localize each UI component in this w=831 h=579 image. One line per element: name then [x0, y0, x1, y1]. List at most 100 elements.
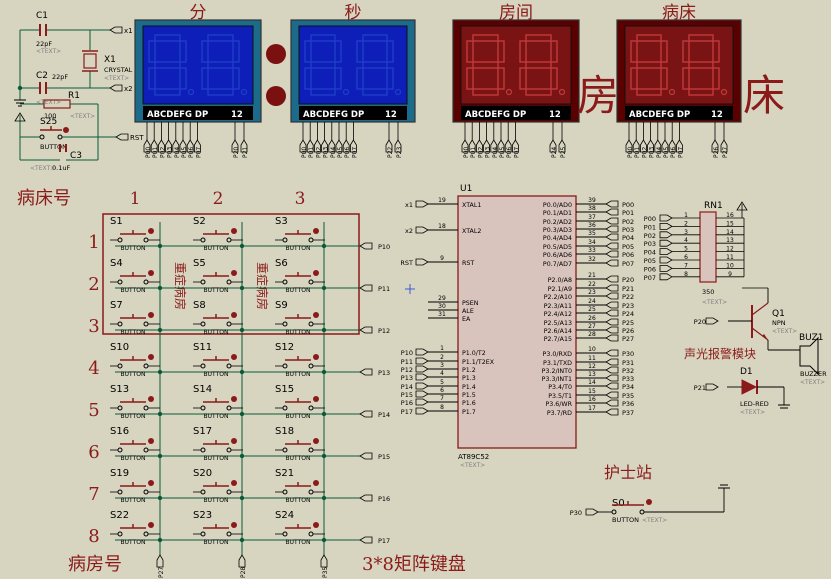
- keypad-switch-designator: S13: [110, 384, 129, 395]
- s0-knob: [646, 499, 652, 505]
- mcu-right-pin-number: 26: [588, 315, 596, 322]
- x1-type: CRYSTAL: [104, 66, 133, 74]
- q1-designator: Q1: [772, 309, 785, 319]
- segment: [310, 34, 336, 42]
- keypad-switch-contact: [117, 279, 123, 285]
- row-net-arrow: [359, 410, 373, 418]
- keypad-switch-knob: [148, 228, 154, 234]
- resnet-net-label: P05: [644, 257, 656, 265]
- segment: [630, 40, 638, 63]
- crystal-x1: [83, 53, 97, 69]
- keypad-junction: [321, 453, 327, 459]
- mcu-right-net-arrow: [605, 242, 619, 250]
- row-number: 3: [88, 316, 99, 337]
- seconds-display-digit-1: [304, 34, 350, 96]
- row-net-label: P10: [378, 243, 390, 251]
- mcu-left-net-label: RST: [400, 259, 413, 267]
- mcu-right-net-arrow: [605, 358, 619, 366]
- mcu-right-pin-name: P2.6/A14: [544, 328, 572, 335]
- keypad-switch-knob: [231, 522, 237, 528]
- bed-display-digit-2: [682, 34, 728, 96]
- mcu-right-pin-name: P3.7/RD: [547, 410, 572, 417]
- keypad-switch-type: BUTTON: [286, 245, 311, 252]
- segment: [356, 40, 364, 63]
- row-net-arrow: [359, 452, 373, 460]
- resnet-net-arrow: [659, 222, 673, 230]
- mcu-right-net-label: P20: [622, 276, 634, 284]
- keypad-switch-type: BUTTON: [286, 455, 311, 462]
- mcu-right-net-arrow: [605, 391, 619, 399]
- bed-display-extra-arrow: [711, 139, 719, 153]
- mcu-right-net-label: P33: [622, 375, 634, 383]
- segment: [362, 61, 388, 69]
- q1-type: NPN: [772, 319, 786, 327]
- seconds-display-pin-label: P00: [301, 147, 308, 158]
- resnet-net-label: P04: [644, 249, 656, 257]
- row-number: 4: [88, 358, 99, 379]
- mcu-right-net-label: P06: [622, 251, 634, 259]
- room-display-title: 房间: [499, 3, 533, 23]
- decimal-point: [505, 88, 513, 96]
- mcu-left-pin-name: PSEN: [462, 300, 479, 307]
- bed-display-pin-arrow: [654, 139, 662, 153]
- keypad-switch-contact: [226, 405, 232, 411]
- keypad-junction: [321, 327, 327, 333]
- keypad-switch-type: BUTTON: [121, 455, 146, 462]
- keypad-switch-contact: [282, 279, 288, 285]
- minutes-display-pin-label: P01: [152, 147, 159, 158]
- mcu-right-pin-name: P3.0/RXD: [543, 351, 573, 358]
- resnet-net-arrow: [659, 273, 673, 281]
- resnet-pin-number: 6: [684, 254, 688, 261]
- keypad-switch-contact: [308, 405, 314, 411]
- room-display-pin-label: P01: [470, 147, 477, 158]
- keypad-switch-contact: [282, 321, 288, 327]
- minutes-display-pin-label: P07: [195, 147, 202, 158]
- mcu-designator: U1: [460, 184, 472, 194]
- segment: [519, 40, 527, 63]
- segment: [682, 67, 690, 90]
- keypad-switch-contact: [226, 321, 232, 327]
- keypad-switch-contact: [143, 363, 149, 369]
- bed-display-pin-label: P05: [663, 147, 670, 158]
- mcu-right-net-arrow: [605, 366, 619, 374]
- row-net-label: P14: [378, 411, 390, 419]
- room-display-pin-arrow: [490, 139, 498, 153]
- segment: [525, 61, 552, 69]
- r1-text-placeholder: <TEXT>: [70, 113, 95, 120]
- s25-designator: S25: [40, 117, 57, 127]
- segment: [660, 40, 668, 63]
- d1-text-placeholder: <TEXT>: [740, 409, 765, 416]
- keypad-junction: [239, 369, 245, 375]
- seconds-display-pin-arrow: [328, 139, 336, 153]
- bed-display-extra-label: P26: [713, 147, 720, 158]
- mcu-left-net-arrow: [415, 373, 429, 381]
- s0-type: BUTTON: [612, 516, 639, 524]
- keypad-switch-type: BUTTON: [204, 413, 229, 420]
- decimal-point: [187, 88, 195, 96]
- room-char: 房: [577, 71, 619, 120]
- mcu-left-net-label: P16: [401, 399, 413, 407]
- mcu-right-net-arrow: [605, 301, 619, 309]
- keypad-switch-knob: [148, 438, 154, 444]
- resnet-net-arrow: [659, 264, 673, 272]
- resnet-pin-number: 4: [684, 237, 688, 244]
- room-display-extra-label: P25: [560, 147, 567, 158]
- keypad-junction: [321, 495, 327, 501]
- bed-display-pin-label: P04: [656, 147, 663, 158]
- column-number: 2: [213, 189, 224, 209]
- s0-text-placeholder: <TEXT>: [642, 517, 667, 524]
- row-net-arrow: [359, 494, 373, 502]
- keypad-switch-contact: [226, 363, 232, 369]
- mcu-left-pin-name: P1.0/T2: [462, 350, 486, 357]
- mcu-right-pin-name: P2.0/A8: [548, 277, 572, 284]
- mcu-right-pin-number: 38: [588, 205, 596, 212]
- keypad-switch-type: BUTTON: [286, 413, 311, 420]
- resnet-value: 350: [702, 288, 714, 296]
- mcu-right-pin-number: 23: [588, 289, 596, 296]
- segment: [304, 40, 312, 63]
- keypad-switch-type: BUTTON: [121, 497, 146, 504]
- mcu-left-pin-name: XTAL1: [462, 202, 481, 209]
- resnet-pin-number: 8: [684, 271, 688, 278]
- mcu-left-net-arrow: [415, 348, 429, 356]
- room-display-pin-label: P05: [499, 147, 506, 158]
